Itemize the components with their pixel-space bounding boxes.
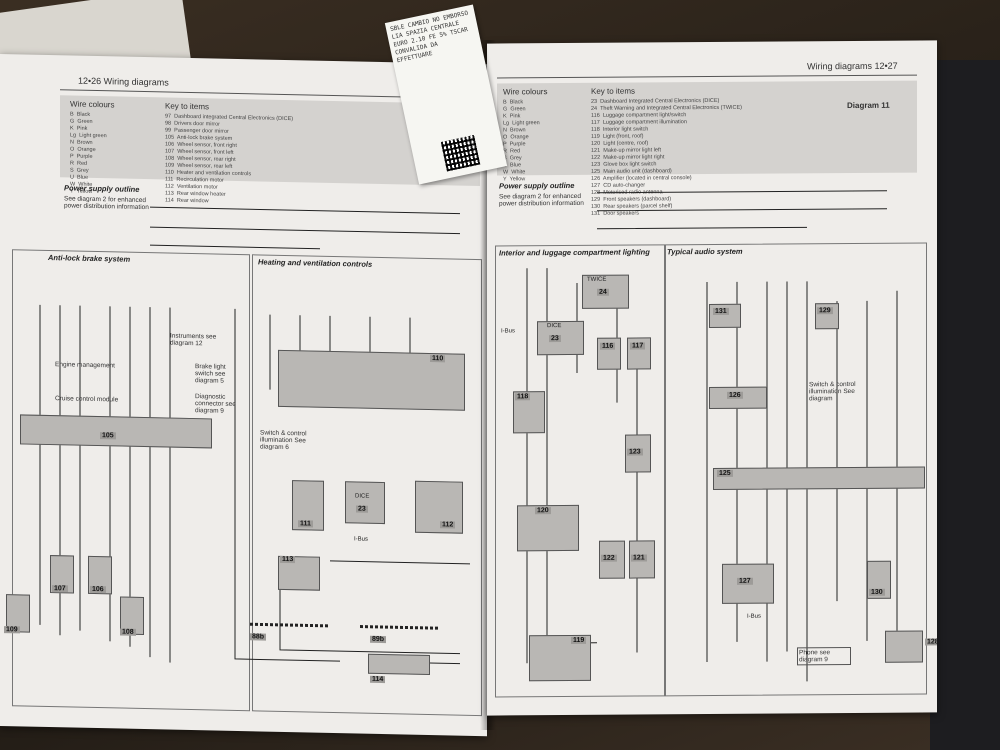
right-wiring-svg (526, 190, 922, 682)
component-130: 130 (869, 588, 885, 596)
phone-label: Phone see diagram 9 (797, 647, 851, 666)
component-23: 23 (549, 335, 561, 343)
component-88b: 88b (250, 633, 267, 641)
component-122: 122 (601, 554, 617, 562)
qr-code (440, 135, 481, 172)
instruments-label: Instruments see diagram 12 (170, 332, 217, 348)
vent-motor-block (415, 480, 463, 534)
engine-management-label: Engine management (55, 361, 115, 370)
twice-label: TWICE (587, 276, 607, 283)
component-128: 128 (925, 638, 937, 646)
component-131: 131 (713, 307, 729, 315)
component-113: 113 (280, 555, 296, 564)
dice-label: DICE (355, 493, 370, 500)
component-126: 126 (727, 391, 743, 399)
component-114: 114 (370, 675, 386, 684)
diagnostic-label: Diagnostic connector see diagram 9 (195, 393, 236, 415)
abs-module-block (20, 414, 212, 449)
ibus-label: I-Bus (501, 328, 516, 335)
component-106: 106 (90, 585, 106, 594)
main-audio-block (713, 466, 925, 490)
component-127: 127 (737, 577, 753, 585)
component-125: 125 (717, 469, 733, 477)
rear-window-block (368, 653, 430, 676)
component-89b: 89b (370, 635, 387, 644)
book-binding (930, 60, 1000, 750)
right-page: Wiring diagrams 12•27 Wire colours B Bla… (487, 40, 937, 716)
switch-illum-label: Switch & control illumination See diagra… (260, 429, 307, 452)
component-118: 118 (515, 393, 531, 401)
component-107: 107 (52, 585, 68, 593)
dice-block (345, 481, 385, 525)
component-129: 129 (817, 307, 833, 315)
cruise-control-label: Cruise control module (55, 395, 119, 404)
component-108: 108 (120, 628, 136, 636)
component-119: 119 (571, 636, 587, 644)
component-121: 121 (631, 554, 647, 562)
wiring-manual: 12•26 Wiring diagrams Wire colours B Bla… (0, 40, 940, 737)
component-123: 123 (627, 448, 643, 456)
component-120: 120 (535, 507, 551, 515)
antenna-motor-block (885, 630, 923, 663)
component-109: 109 (4, 626, 20, 634)
brake-light-label: Brake light switch see diagram 5 (195, 363, 226, 385)
component-117: 117 (630, 342, 646, 350)
ibus-label: I-Bus (747, 613, 762, 620)
component-110: 110 (430, 355, 446, 363)
component-112: 112 (440, 521, 456, 529)
component-111: 111 (298, 520, 313, 528)
component-105: 105 (100, 432, 116, 440)
switch-illum-label: Switch & control illumination See diagra… (809, 380, 856, 403)
component-23: 23 (356, 505, 368, 513)
ibus-label: I-Bus (354, 536, 369, 543)
dice-label: DICE (547, 323, 562, 330)
component-24: 24 (597, 288, 609, 296)
component-116: 116 (600, 342, 616, 350)
left-page: 12•26 Wiring diagrams Wire colours B Bla… (0, 54, 487, 737)
